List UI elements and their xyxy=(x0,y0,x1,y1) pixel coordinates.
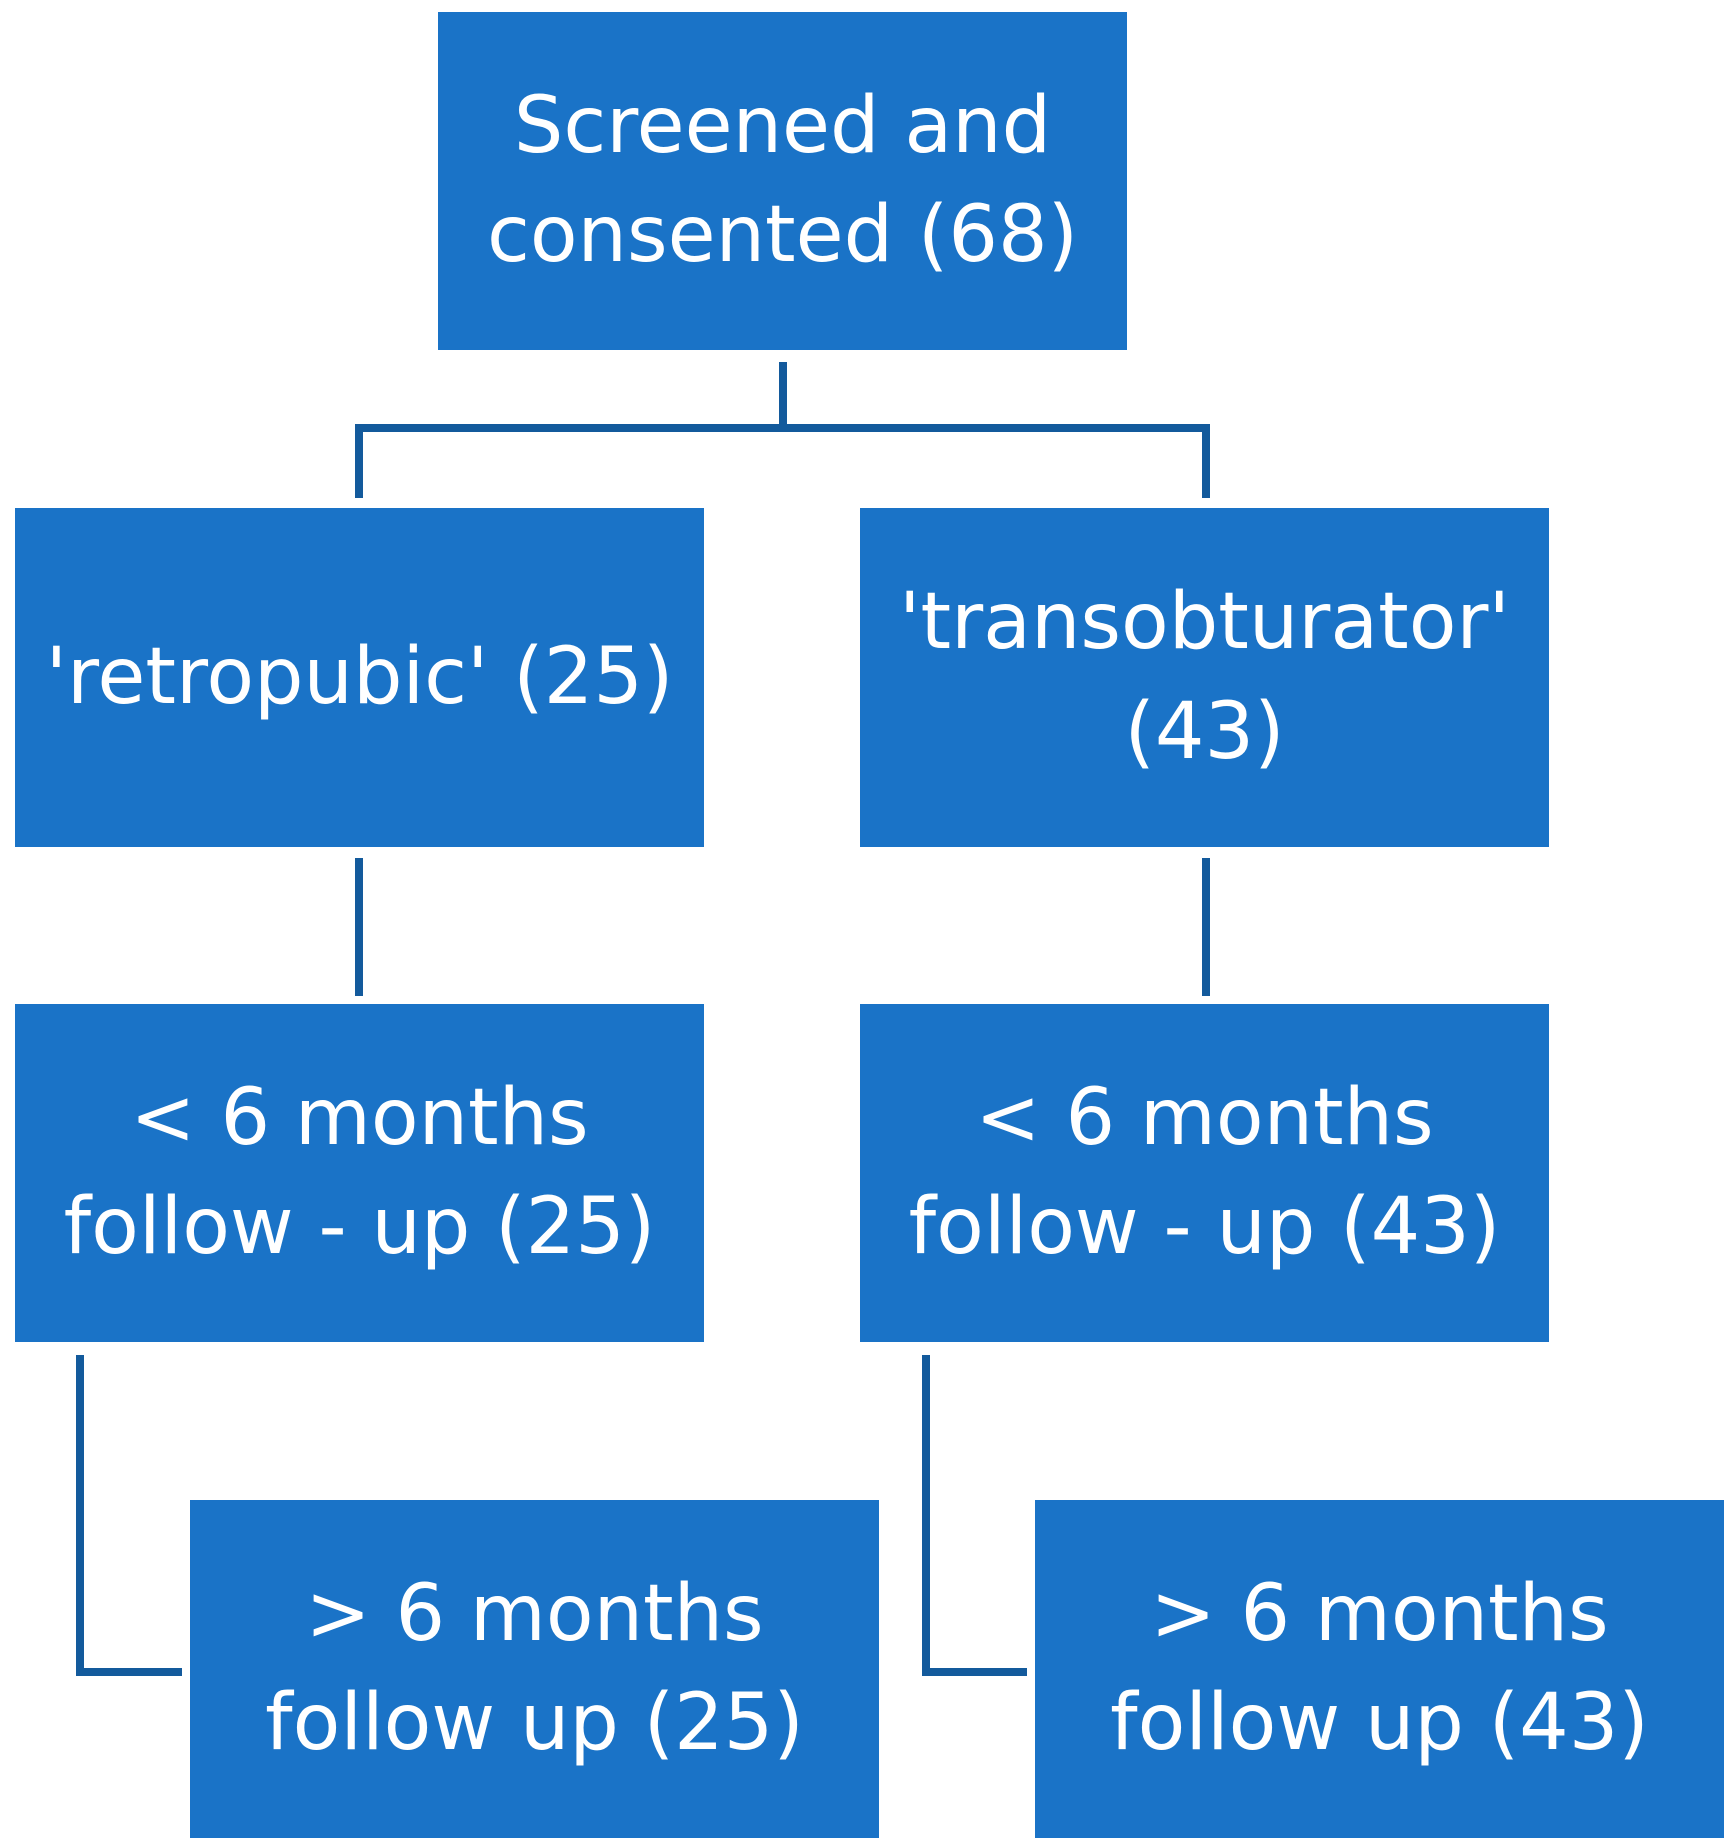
node-line: > 6 months xyxy=(1150,1568,1609,1659)
node-line: (43) xyxy=(1124,686,1285,777)
retropubic-node: 'retropubic' (25) xyxy=(15,508,704,847)
node-line: follow up (43) xyxy=(1110,1678,1649,1768)
screened-consented-node: Screened and consented (68) xyxy=(438,12,1127,350)
node-line: follow up (25) xyxy=(265,1678,804,1768)
node-line: 'transobturator' xyxy=(899,577,1510,668)
node-line: Screened and xyxy=(513,80,1052,171)
node-line: 'retropubic' (25) xyxy=(45,631,674,722)
connector-branch-bar xyxy=(355,424,1210,498)
gt6-months-followup-retropubic-node: > 6 months follow up (25) xyxy=(190,1500,879,1838)
connector-lt6-gt6-right xyxy=(922,1355,1027,1676)
connector-lt6-gt6-left xyxy=(76,1355,182,1676)
transobturator-node: 'transobturator' (43) xyxy=(860,508,1549,847)
gt6-months-followup-transobturator-node: > 6 months follow up (43) xyxy=(1035,1500,1724,1838)
node-line: < 6 months xyxy=(975,1072,1434,1163)
node-line: > 6 months xyxy=(305,1568,764,1659)
lt6-months-followup-retropubic-node: < 6 months follow - up (25) xyxy=(15,1004,704,1342)
node-line: follow - up (25) xyxy=(63,1182,656,1272)
lt6-months-followup-transobturator-node: < 6 months follow - up (43) xyxy=(860,1004,1549,1342)
node-line: follow - up (43) xyxy=(908,1182,1501,1272)
node-line: consented (68) xyxy=(486,190,1079,280)
node-line: < 6 months xyxy=(130,1072,589,1163)
